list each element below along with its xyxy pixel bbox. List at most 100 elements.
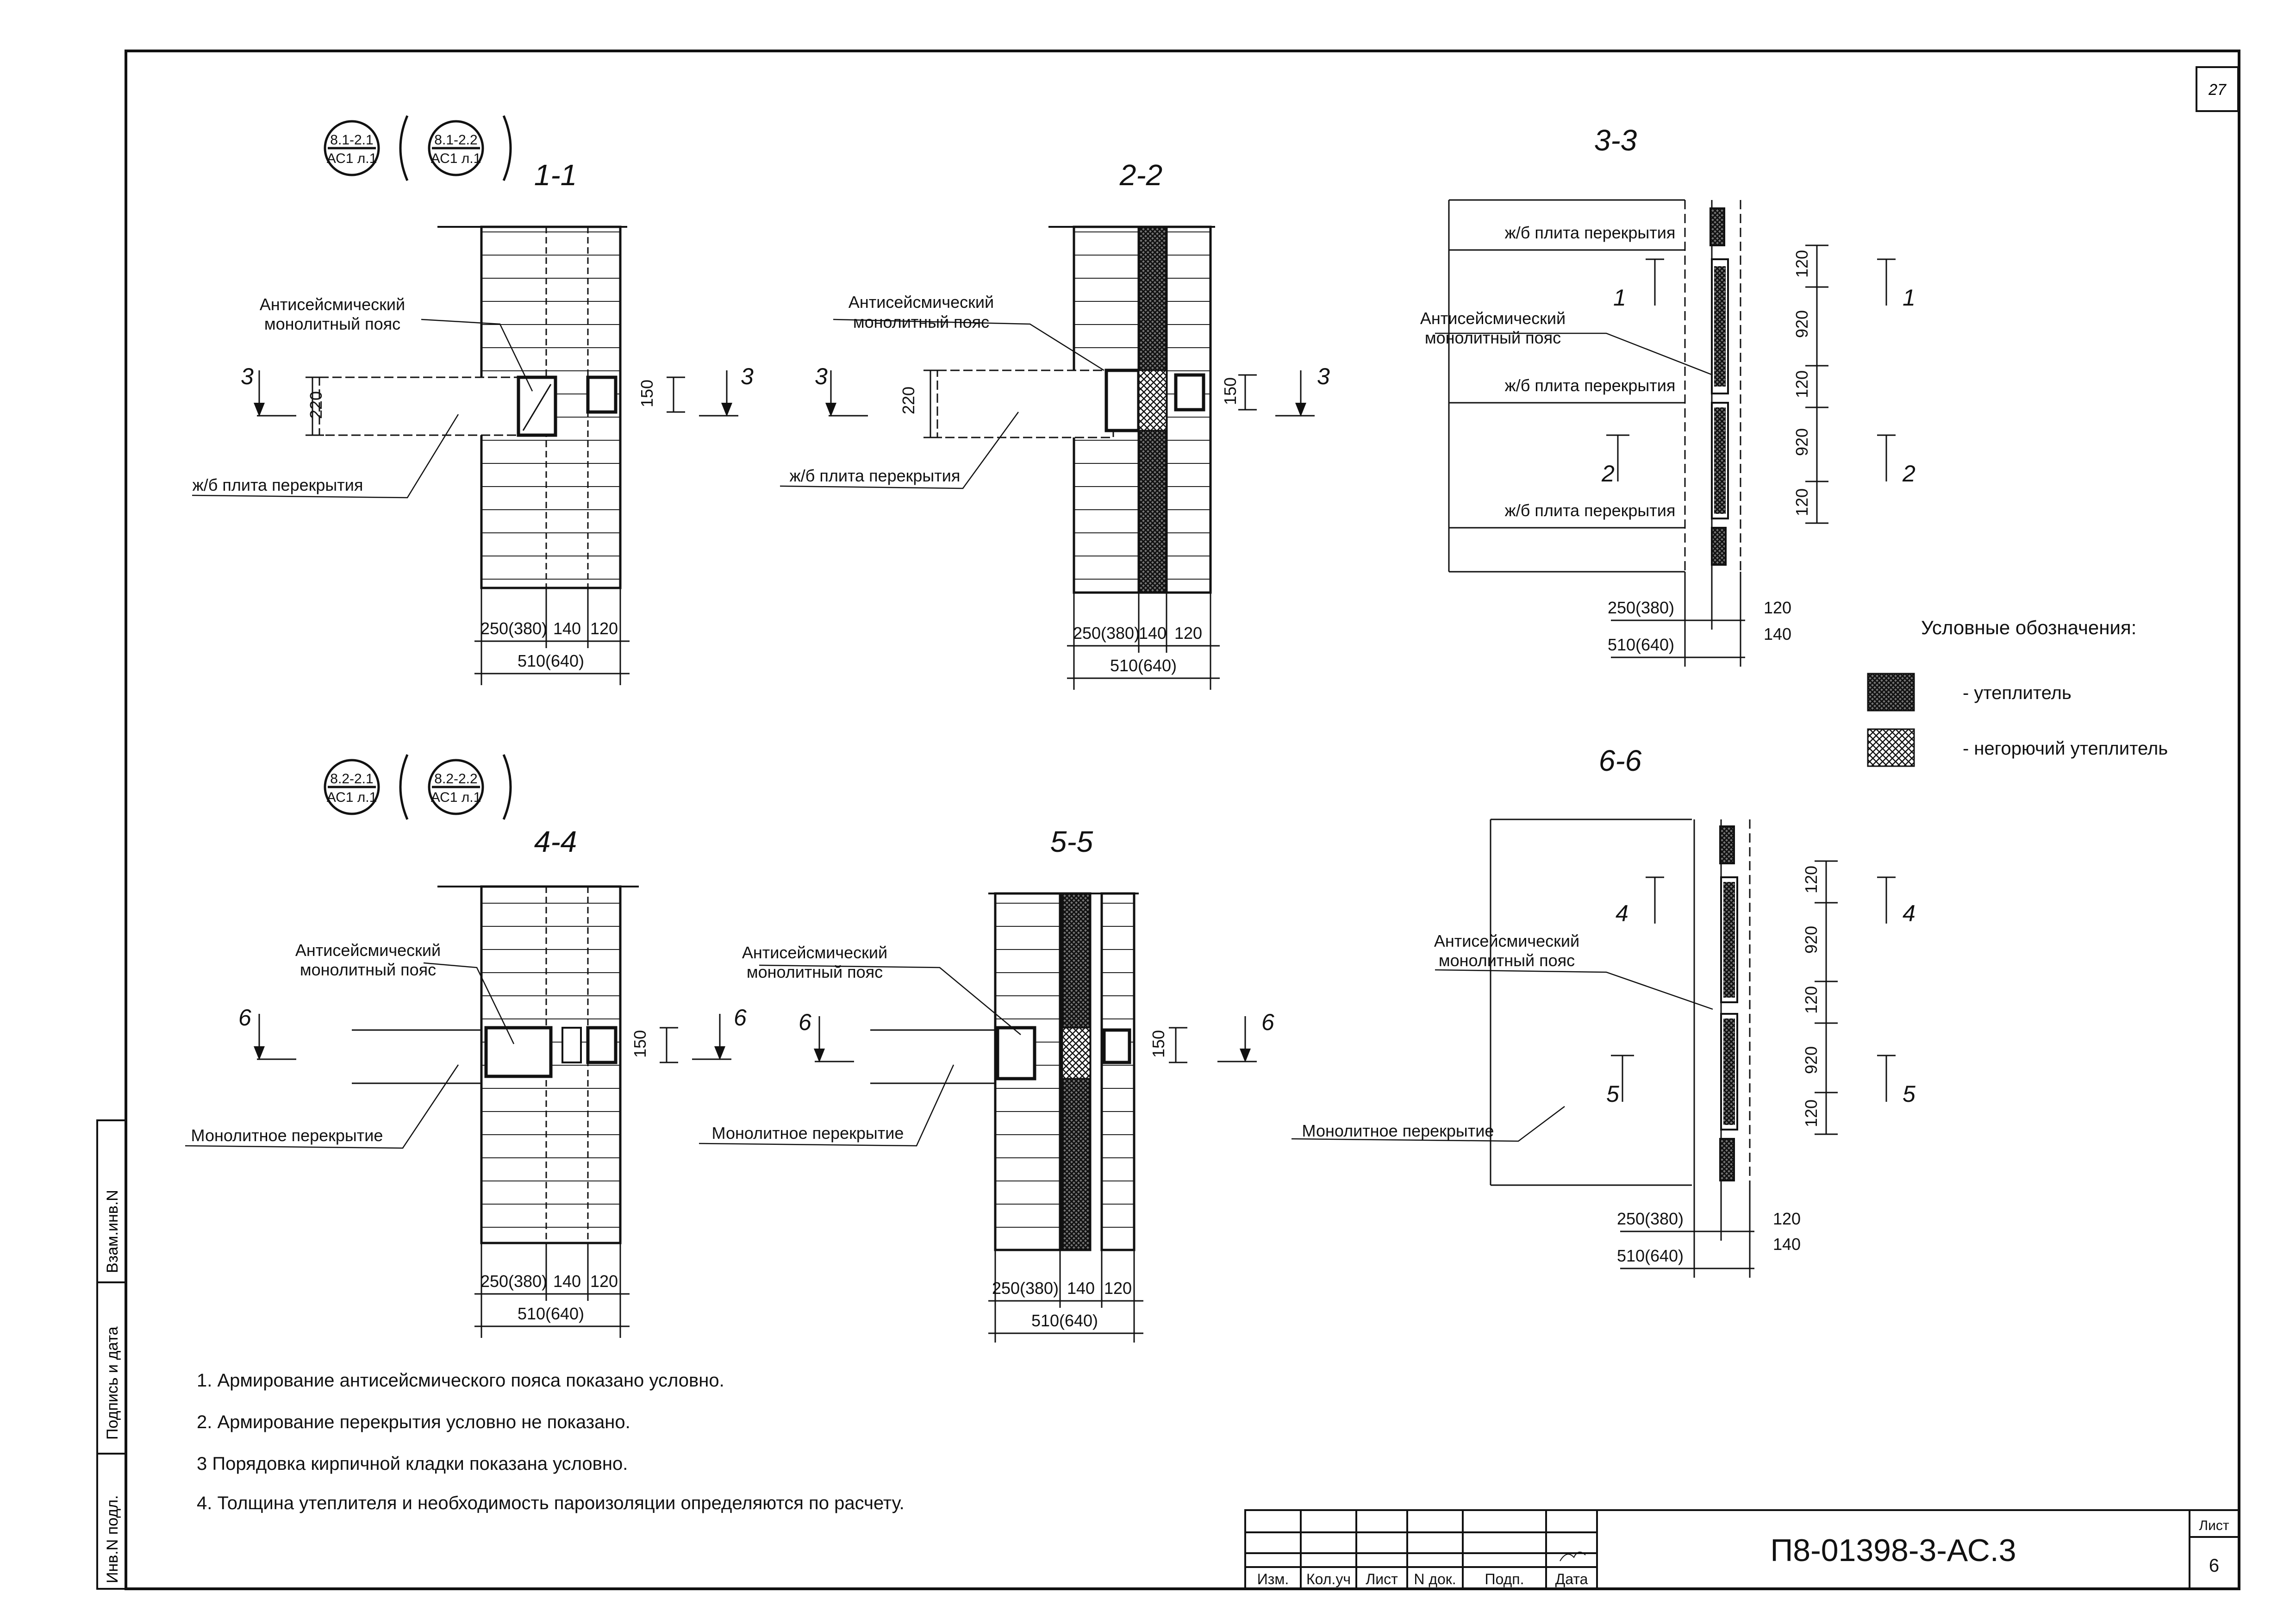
vdim-6-6-2: 920 — [1802, 926, 1821, 954]
ref-top-1-sub: АС1 л.1 — [327, 151, 377, 166]
vdim-6-6-4: 920 — [1802, 1046, 1821, 1074]
belt-label2-6-6: монолитный пояс — [1439, 951, 1575, 970]
stamp-signature-date: Подпись и дата — [104, 1326, 121, 1440]
reference-group-bottom — [324, 754, 512, 820]
slab-label-2-2: ж/б плита перекрытия — [790, 466, 961, 485]
dim-3-3-a: 250(380) — [1608, 598, 1674, 617]
slab-label-3-3-2: ж/б плита перекрытия — [1505, 376, 1676, 395]
dim-3-3-c: 510(640) — [1608, 635, 1674, 654]
dim-5-5-b: 140 — [1067, 1279, 1095, 1298]
dim-1-1-c: 120 — [590, 619, 618, 638]
section-title-5-5: 5-5 — [1050, 825, 1093, 858]
dim-4-4-total: 510(640) — [518, 1304, 584, 1323]
tb-header-koluch: Кол.уч — [1306, 1571, 1351, 1587]
ref-top-2-num: 8.1-2.2 — [434, 132, 477, 148]
cut-6-6-a-right: 4 — [1903, 900, 1915, 926]
legend: Условные обозначения: - утеплитель - нег… — [1867, 617, 2168, 767]
dim-2-2-b: 140 — [1139, 624, 1167, 643]
section-title-1-1: 1-1 — [534, 158, 577, 192]
vdim-3-3-5: 120 — [1792, 488, 1811, 516]
section-title-2-2: 2-2 — [1119, 158, 1163, 192]
belt-label2-5-5: монолитный пояс — [747, 962, 883, 981]
belt-label-6-6: Антисейсмический — [1434, 931, 1579, 950]
slab-label-1-1: ж/б плита перекрытия — [193, 475, 363, 494]
hbelt-1-1: 150 — [637, 380, 656, 407]
vdim-3-3-4: 920 — [1792, 428, 1811, 456]
legend-label-insulation: - утеплитель — [1963, 683, 2071, 703]
stamp-inv-original: Инв.N подл. — [104, 1495, 121, 1583]
cut-3-3-b-right: 2 — [1902, 461, 1915, 487]
ref-bot-2-sub: АС1 л.1 — [431, 790, 481, 805]
cut-5-5-right: 6 — [1261, 1009, 1274, 1035]
dim-4-4-a: 250(380) — [480, 1272, 547, 1291]
tb-sheet-label: Лист — [2199, 1518, 2229, 1533]
section-6-6: 6-6 4 5 — [1291, 744, 1915, 1278]
cut-3-3-b-left: 2 — [1601, 461, 1615, 487]
ref-bot-2-num: 8.2-2.2 — [434, 771, 477, 787]
belt-label-4-4: Антисейсмический — [295, 941, 441, 960]
note-1: 1. Армирование антисейсмического пояса п… — [197, 1370, 724, 1391]
dim-3-3-b: 120 — [1764, 598, 1791, 617]
belt-label2-3-3: монолитный пояс — [1425, 328, 1561, 347]
cut-6-6-b-right: 5 — [1903, 1081, 1915, 1107]
legend-label-noncombustible: - негорючий утеплитель — [1963, 738, 2168, 759]
hbelt-2-2: 150 — [1221, 377, 1240, 405]
hbelt-5-5: 150 — [1149, 1030, 1168, 1058]
slab-label-3-3-1: ж/б плита перекрытия — [1505, 223, 1676, 242]
vdim-3-3-2: 920 — [1792, 310, 1811, 338]
belt-label2-2-2: монолитный пояс — [853, 312, 989, 331]
cut-2-2-right: 3 — [1317, 363, 1330, 389]
cut-4-4-left: 6 — [238, 1005, 251, 1031]
ref-top-1-num: 8.1-2.1 — [330, 132, 373, 148]
cut-6-6-a-left: 4 — [1616, 900, 1628, 926]
dim-4-4-b: 140 — [553, 1272, 581, 1291]
dim-6-6-c: 510(640) — [1617, 1246, 1684, 1265]
dim-2-2-c: 120 — [1174, 624, 1202, 643]
section-2-2: 2-2 3 3 Антисейсмический монолитный пояс — [780, 158, 1330, 690]
document-code: П8-01398-3-АС.3 — [1770, 1533, 2016, 1568]
slab-label-6-6: Монолитное перекрытие — [1302, 1121, 1494, 1140]
tb-header-data: Дата — [1555, 1571, 1588, 1587]
dim-6-6-d: 140 — [1773, 1235, 1801, 1254]
note-4: 4. Толщина утеплителя и необходимость па… — [197, 1493, 905, 1513]
cut-1-1-right: 3 — [741, 363, 754, 389]
tb-header-ndok: N док. — [1414, 1571, 1456, 1587]
belt-label-2-2: Антисейсмический — [849, 293, 994, 312]
section-3-3: 3-3 — [1420, 124, 1915, 667]
slab-label-4-4: Монолитное перекрытие — [191, 1126, 383, 1145]
dim-2-2-a: 250(380) — [1073, 624, 1140, 643]
ref-bot-1-num: 8.2-2.1 — [330, 771, 373, 787]
dim-1-1-a: 250(380) — [480, 619, 547, 638]
legend-swatch-insulation — [1867, 673, 1915, 712]
dim-6-6-a: 250(380) — [1617, 1209, 1684, 1228]
hslab-2-2: 220 — [899, 387, 918, 414]
hbelt-4-4: 150 — [630, 1030, 649, 1058]
stamp-replaced-inv: Взам.инв.N — [104, 1190, 121, 1273]
tb-header-list: Лист — [1366, 1571, 1398, 1587]
ref-bot-1-sub: АС1 л.1 — [327, 790, 377, 805]
vdim-3-3-3: 120 — [1792, 370, 1811, 398]
dim-5-5-total: 510(640) — [1031, 1311, 1098, 1330]
vdim-6-6-3: 120 — [1802, 986, 1821, 1014]
drawing-frame: 27 — [125, 50, 2240, 1590]
section-title-3-3: 3-3 — [1594, 124, 1637, 157]
belt-label-3-3: Антисейсмический — [1420, 309, 1566, 328]
vdim-6-6-1: 120 — [1802, 866, 1821, 893]
side-stamp: Инв.N подл. Подпись и дата Взам.инв.N — [96, 1119, 127, 1590]
slab-label-3-3-3: ж/б плита перекрытия — [1505, 501, 1676, 520]
note-3: 3 Порядовка кирпичной кладки показана ус… — [197, 1454, 628, 1474]
cut-3-3-a-left: 1 — [1613, 285, 1626, 311]
dim-1-1-total: 510(640) — [518, 651, 584, 670]
dim-4-4-c: 120 — [590, 1272, 618, 1291]
vdim-6-6-5: 120 — [1802, 1099, 1821, 1127]
section-4-4: 4-4 6 6 Антисейсмический монолитный пояс — [185, 825, 747, 1338]
legend-title: Условные обозначения: — [1921, 617, 2136, 638]
page-corner-number: 27 — [2208, 81, 2227, 99]
slab-label-5-5: Монолитное перекрытие — [712, 1124, 904, 1143]
dim-1-1-b: 140 — [553, 619, 581, 638]
hslab-1-1: 220 — [306, 391, 325, 419]
belt-label2-4-4: монолитный пояс — [300, 960, 436, 979]
vdim-3-3-1: 120 — [1792, 250, 1811, 278]
dim-3-3-d: 140 — [1764, 625, 1791, 643]
cut-3-3-a-right: 1 — [1903, 285, 1915, 311]
